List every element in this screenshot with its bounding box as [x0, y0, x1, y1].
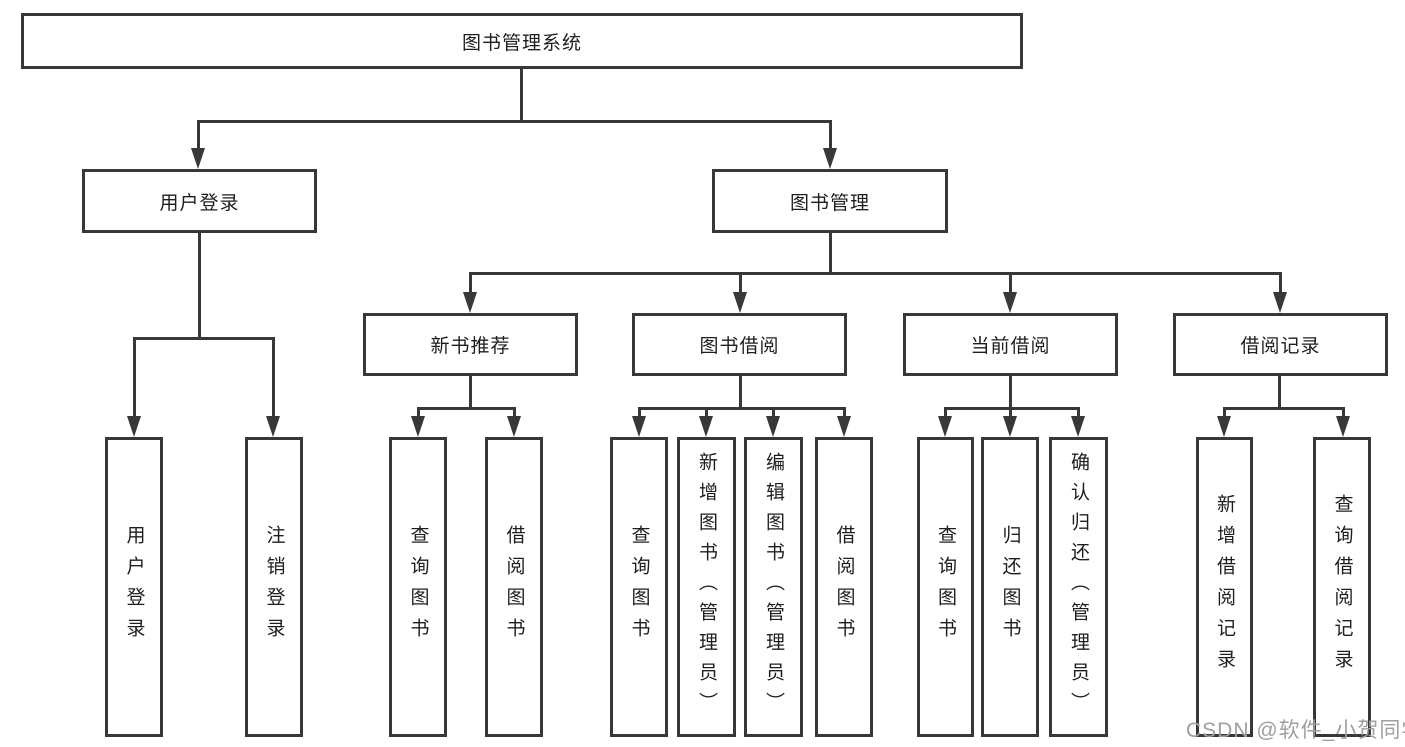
- connector-cb-confirm-stem: [1077, 407, 1080, 417]
- connector-br-add-stem: [1223, 407, 1226, 417]
- node-borrow: 图书借阅: [632, 313, 847, 376]
- csdn-watermark: CSDN @软件_小贺同学: [1186, 719, 1405, 742]
- connector-bb-add-stem: [705, 407, 708, 417]
- leaf-nb-borrow: 借阅图书: [485, 437, 543, 737]
- node-book-mgmt: 图书管理: [712, 169, 948, 233]
- connector-borrow-down: [739, 376, 742, 408]
- arrow-to-nb-query: [411, 416, 425, 437]
- leaf-nb-query: 查询图书: [389, 437, 447, 737]
- arrow-to-book-mgmt: [823, 148, 837, 169]
- node-new-books: 新书推荐: [363, 313, 578, 376]
- arrow-to-cb-return: [1003, 416, 1017, 437]
- connector-book-mgmt-down: [829, 233, 832, 273]
- leaf-br-add: 新增借阅记录: [1196, 437, 1253, 737]
- leaf-nb-query-label: 查询图书: [407, 525, 429, 649]
- leaf-bb-edit: 编辑图书（管理员）: [744, 437, 803, 737]
- arrow-to-cb-query: [938, 416, 952, 437]
- node-root-label: 图书管理系统: [461, 32, 582, 54]
- arrow-to-leaf-login: [127, 416, 141, 437]
- connector-bb-query-stem: [638, 407, 641, 417]
- node-current: 当前借阅: [903, 313, 1118, 376]
- connector-current-stem: [1009, 272, 1012, 293]
- arrow-to-bb-query: [632, 416, 646, 437]
- arrow-to-records: [1273, 292, 1287, 313]
- connector-level2-bar: [197, 120, 831, 123]
- leaf-cb-confirm-label: 确认归还（管理员）: [1068, 452, 1089, 722]
- connector-new-books-stem: [469, 272, 472, 293]
- node-current-label: 当前借阅: [970, 336, 1051, 357]
- leaf-bb-borrow: 借阅图书: [815, 437, 873, 737]
- connector-records-bar: [1223, 407, 1344, 410]
- leaf-user-login-label: 用户登录: [123, 525, 145, 649]
- leaf-bb-add: 新增图书（管理员）: [677, 437, 736, 737]
- leaf-nb-borrow-label: 借阅图书: [503, 525, 525, 649]
- connector-records-down: [1278, 376, 1281, 408]
- connector-new-books-bar: [417, 407, 515, 410]
- arrow-to-borrow: [733, 292, 747, 313]
- node-root: 图书管理系统: [21, 13, 1023, 69]
- arrow-to-bb-add: [699, 416, 713, 437]
- arrow-to-bb-borrow: [837, 416, 851, 437]
- node-new-books-label: 新书推荐: [430, 336, 511, 357]
- connector-records-stem: [1279, 272, 1282, 293]
- connector-bb-borrow-stem: [843, 407, 846, 417]
- arrow-to-bb-edit: [766, 416, 780, 437]
- node-records: 借阅记录: [1173, 313, 1388, 376]
- leaf-cb-return-label: 归还图书: [999, 525, 1021, 649]
- connector-user-login-stem: [197, 120, 200, 150]
- leaf-cb-query: 查询图书: [917, 437, 974, 737]
- node-user-login-label: 用户登录: [159, 192, 240, 214]
- leaf-bb-add-label: 新增图书（管理员）: [696, 452, 717, 722]
- leaf-br-query: 查询借阅记录: [1313, 437, 1371, 737]
- leaf-bb-query: 查询图书: [610, 437, 668, 737]
- node-borrow-label: 图书借阅: [699, 336, 780, 357]
- connector-new-books-down: [469, 376, 472, 408]
- connector-borrow-bar: [638, 407, 845, 410]
- arrow-to-br-query: [1336, 416, 1350, 437]
- arrow-to-br-add: [1217, 416, 1231, 437]
- connector-nb-borrow-stem: [513, 407, 516, 417]
- leaf-logout-label: 注销登录: [263, 525, 285, 649]
- connector-user-login-bar: [133, 337, 275, 340]
- leaf-bb-edit-label: 编辑图书（管理员）: [763, 452, 784, 722]
- leaf-cb-query-label: 查询图书: [935, 525, 956, 649]
- connector-cb-return-stem: [1009, 407, 1012, 417]
- arrow-to-leaf-logout: [266, 416, 280, 437]
- connector-current-down: [1009, 376, 1012, 408]
- connector-root-stem: [520, 69, 523, 121]
- connector-book-mgmt-stem: [829, 120, 832, 150]
- connector-leaf-login-stem: [133, 337, 136, 417]
- arrow-to-nb-borrow: [507, 416, 521, 437]
- connector-cb-query-stem: [944, 407, 947, 417]
- connector-borrow-stem: [739, 272, 742, 293]
- node-book-mgmt-label: 图书管理: [789, 192, 870, 214]
- leaf-bb-query-label: 查询图书: [628, 525, 650, 649]
- leaf-br-query-label: 查询借阅记录: [1331, 494, 1353, 680]
- leaf-user-login: 用户登录: [105, 437, 163, 737]
- leaf-cb-return: 归还图书: [981, 437, 1039, 737]
- connector-br-query-stem: [1342, 407, 1345, 417]
- leaf-br-add-label: 新增借阅记录: [1214, 494, 1235, 680]
- arrow-to-current: [1003, 292, 1017, 313]
- arrow-to-cb-confirm: [1071, 416, 1085, 437]
- leaf-logout: 注销登录: [245, 437, 303, 737]
- connector-leaf-logout-stem: [272, 337, 275, 417]
- connector-user-login-down: [198, 233, 201, 338]
- leaf-cb-confirm: 确认归还（管理员）: [1049, 437, 1108, 737]
- connector-bb-edit-stem: [772, 407, 775, 417]
- leaf-bb-borrow-label: 借阅图书: [833, 525, 855, 649]
- node-records-label: 借阅记录: [1240, 336, 1321, 357]
- arrow-to-user-login: [191, 148, 205, 169]
- connector-level3-bar: [469, 272, 1282, 275]
- node-user-login: 用户登录: [82, 169, 317, 233]
- arrow-to-new-books: [463, 292, 477, 313]
- connector-nb-query-stem: [417, 407, 420, 417]
